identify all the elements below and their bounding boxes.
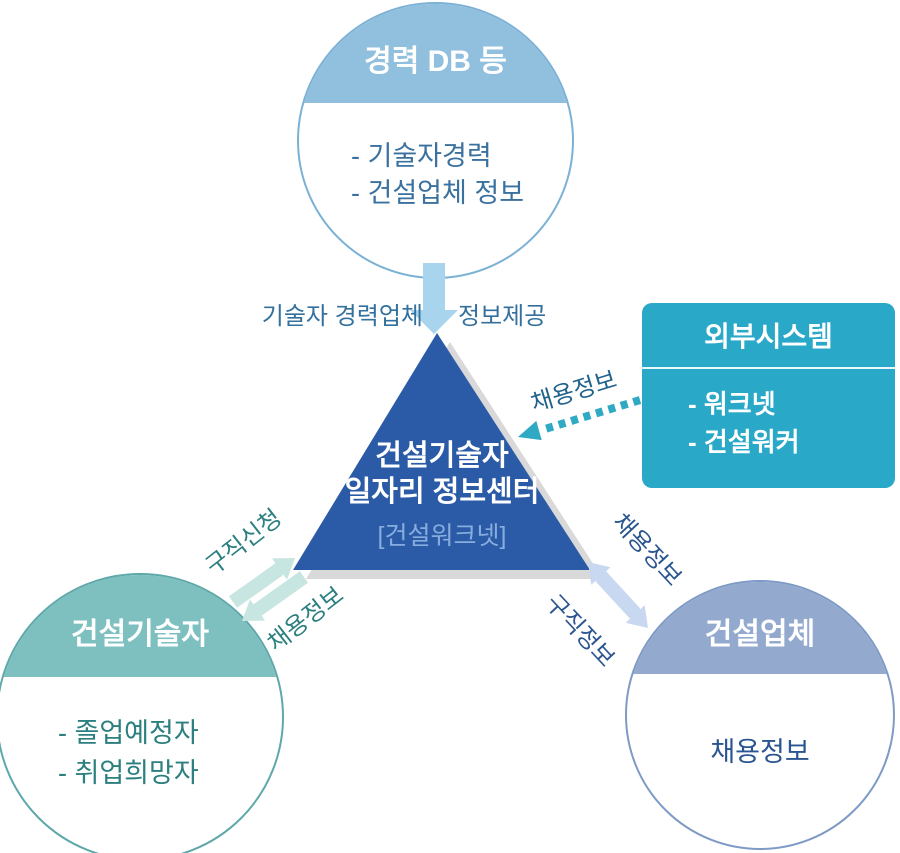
triangle-title-line1: 건설기술자 [375, 440, 509, 472]
triangle-text-block: 건설기술자 일자리 정보센터 [건설워크넷] [327, 438, 557, 552]
label-top-arrow-left: 기술자 경력업체 [261, 303, 423, 330]
external-system-item: - 건설워커 [688, 427, 800, 457]
engineers-item: - 졸업예정자 [58, 718, 199, 748]
companies-item: 채용정보 [710, 737, 810, 767]
label-external-arrow: 채용정보 [527, 366, 621, 418]
external-system-item: - 워크넷 [688, 389, 776, 419]
career-db-title: 경력 DB 등 [364, 44, 507, 78]
companies-items: 채용정보 [627, 730, 893, 769]
companies-title: 건설업체 [704, 618, 816, 651]
engineers-items: - 졸업예정자 - 취업희망자 [58, 713, 199, 793]
companies-header: 건설업체 [627, 582, 893, 674]
engineers-header: 건설기술자 [0, 575, 282, 677]
label-right-down-arrow: 구직정보 [539, 589, 620, 673]
companies-circle: 건설업체 채용정보 [625, 580, 895, 850]
external-system-box: 외부시스템 - 워크넷 - 건설워커 [642, 303, 895, 488]
engineers-item: - 취업희망자 [58, 758, 199, 788]
career-db-items: - 기술자경력 - 건설업체 정보 [351, 138, 524, 212]
external-system-items: - 워크넷 - 건설워커 [642, 369, 895, 461]
engineers-title: 건설기술자 [71, 618, 209, 651]
engineers-circle: 건설기술자 - 졸업예정자 - 취업희망자 [0, 573, 284, 853]
external-system-divider [642, 367, 895, 369]
career-db-item: - 기술자경력 [351, 141, 492, 171]
career-db-header: 경력 DB 등 [299, 4, 572, 103]
external-system-title: 외부시스템 [704, 321, 833, 352]
triangle-title-line2: 일자리 정보센터 [344, 476, 540, 508]
label-right-up-arrow: 채용정보 [606, 508, 687, 592]
label-top-arrow-right: 정보제공 [458, 303, 547, 330]
label-left-up-arrow: 구직신청 [200, 504, 287, 581]
triangle-subtitle: [건설워크넷] [377, 522, 507, 550]
career-db-item: - 건설업체 정보 [351, 178, 525, 208]
career-db-circle: 경력 DB 등 - 기술자경력 - 건설업체 정보 [297, 2, 574, 279]
